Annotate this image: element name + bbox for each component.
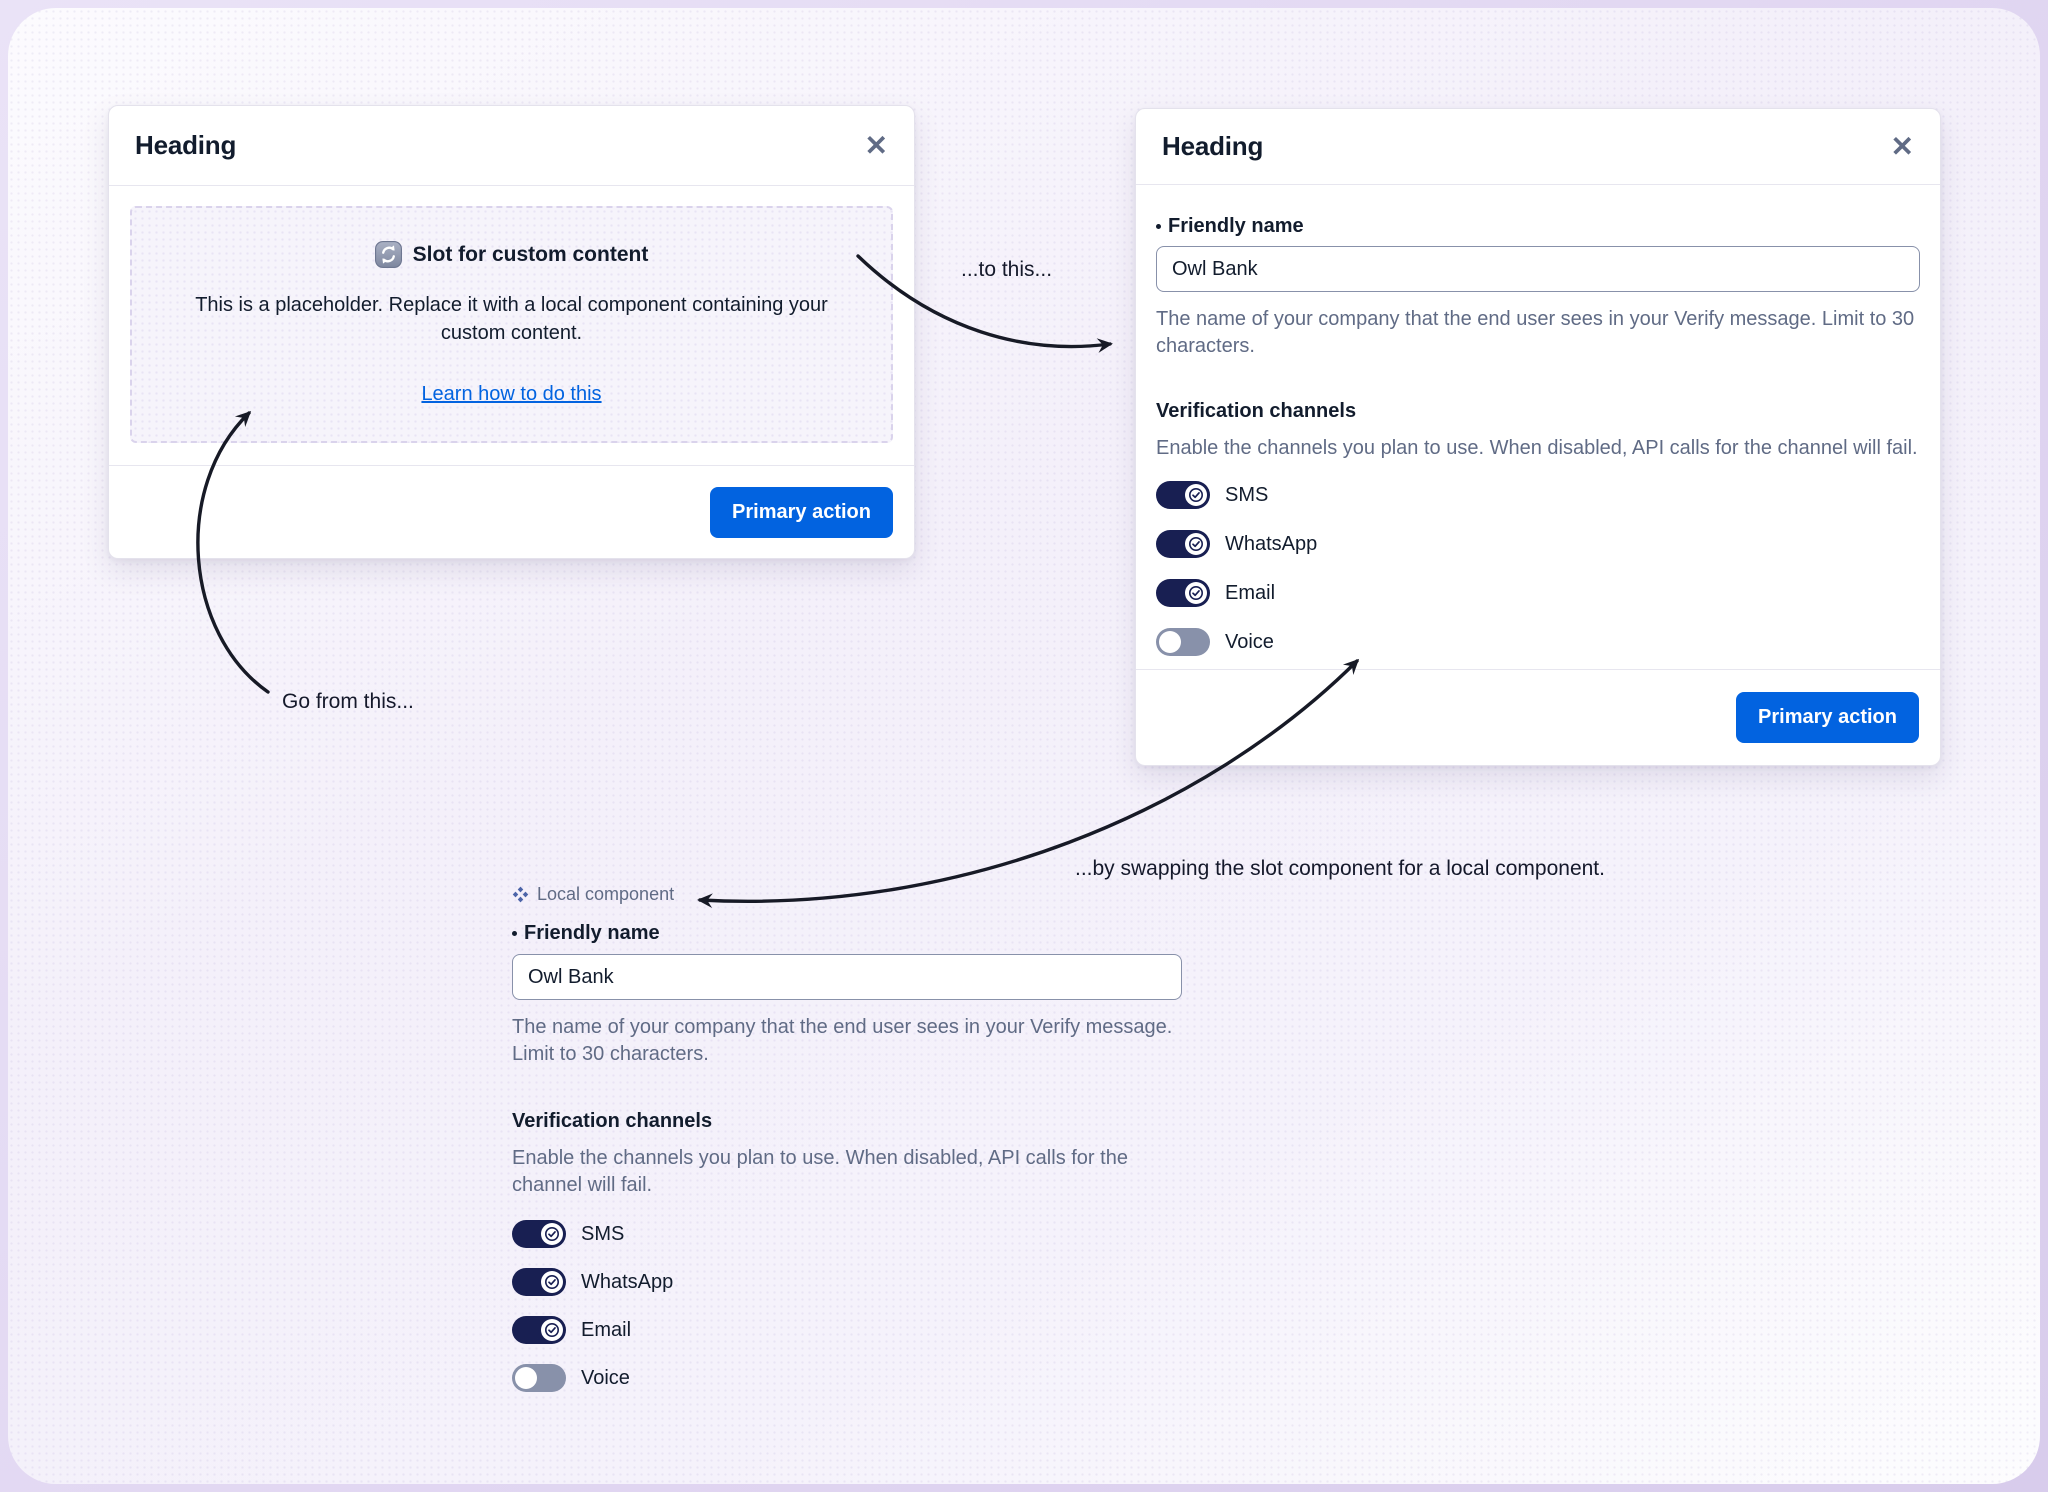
form-modal: Heading ✕ Friendly name The name of your…	[1135, 108, 1941, 766]
check-circle-icon	[545, 1323, 559, 1337]
required-indicator	[1156, 224, 1161, 229]
local-component-badge: Local component	[512, 884, 1182, 905]
toggle-knob	[515, 1367, 537, 1389]
email-toggle[interactable]	[1156, 579, 1210, 607]
friendly-name-label: Friendly name	[1156, 215, 1920, 238]
channel-toggle-list: SMS WhatsApp	[512, 1220, 1182, 1392]
annotation-to-this: ...to this...	[961, 258, 1053, 281]
check-circle-icon	[1189, 586, 1203, 600]
friendly-name-input[interactable]	[512, 954, 1182, 1000]
sms-toggle[interactable]	[1156, 481, 1210, 509]
annotation-go-from-this: Go from this...	[282, 690, 414, 713]
local-component-badge-label: Local component	[537, 884, 675, 904]
form-modal-header: Heading ✕	[1136, 109, 1940, 185]
slot-description: This is a placeholder. Replace it with a…	[195, 294, 828, 344]
channel-label: Email	[581, 1318, 632, 1341]
local-component-form: Local component Friendly name The name o…	[512, 884, 1182, 1392]
toggle-row-voice: Voice	[1156, 628, 1920, 656]
slot-modal-header: Heading ✕	[109, 106, 914, 186]
email-toggle[interactable]	[512, 1316, 566, 1344]
toggle-knob	[1185, 582, 1207, 604]
learn-how-link[interactable]: Learn how to do this	[421, 383, 602, 405]
toggle-row-sms: SMS	[512, 1220, 1182, 1248]
slot-title-row: Slot for custom content	[374, 241, 649, 268]
check-circle-icon	[1189, 537, 1203, 551]
annotation-by-swapping: ...by swapping the slot component for a …	[1075, 857, 1605, 880]
slot-placeholder-box: Slot for custom content This is a placeh…	[130, 206, 893, 443]
toggle-knob	[541, 1271, 563, 1293]
modal-heading: Heading	[135, 130, 237, 160]
whatsapp-toggle[interactable]	[512, 1268, 566, 1296]
toggle-row-whatsapp: WhatsApp	[512, 1268, 1182, 1296]
friendly-name-input[interactable]	[1156, 246, 1920, 292]
verification-channels-help: Enable the channels you plan to use. Whe…	[512, 1147, 1128, 1196]
friendly-name-help: The name of your company that the end us…	[512, 1016, 1173, 1065]
channel-label: WhatsApp	[1225, 532, 1318, 555]
friendly-name-help: The name of your company that the end us…	[1156, 308, 1915, 357]
channel-label: SMS	[581, 1222, 625, 1245]
toggle-row-sms: SMS	[1156, 481, 1920, 509]
required-indicator	[512, 931, 517, 936]
toggle-row-whatsapp: WhatsApp	[1156, 530, 1920, 558]
voice-toggle[interactable]	[1156, 628, 1210, 656]
toggle-knob	[541, 1223, 563, 1245]
channel-label: WhatsApp	[581, 1270, 674, 1293]
toggle-row-email: Email	[1156, 579, 1920, 607]
sms-toggle[interactable]	[512, 1220, 566, 1248]
modal-heading: Heading	[1162, 131, 1264, 161]
voice-toggle[interactable]	[512, 1364, 566, 1392]
swap-icon	[374, 241, 402, 268]
channel-toggle-list: SMS WhatsApp	[1156, 481, 1920, 656]
friendly-name-label: Friendly name	[512, 922, 1182, 945]
toggle-knob	[1185, 533, 1207, 555]
channel-label: Email	[1225, 581, 1276, 604]
toggle-row-voice: Voice	[512, 1364, 1182, 1392]
form-modal-body: Friendly name The name of your company t…	[1136, 185, 1940, 669]
diamond-cluster-icon	[512, 886, 529, 903]
toggle-row-email: Email	[512, 1316, 1182, 1344]
channel-label: SMS	[1225, 483, 1269, 506]
primary-action-button[interactable]: Primary action	[1736, 692, 1919, 743]
verification-channels-label: Verification channels	[512, 1110, 713, 1132]
verification-channels-help: Enable the channels you plan to use. Whe…	[1156, 437, 1918, 459]
toggle-knob	[1185, 484, 1207, 506]
toggle-knob	[1159, 631, 1181, 653]
channel-label: Voice	[1225, 630, 1274, 653]
check-circle-icon	[1189, 488, 1203, 502]
check-circle-icon	[545, 1275, 559, 1289]
toggle-knob	[541, 1319, 563, 1341]
channel-label: Voice	[581, 1366, 630, 1389]
form-modal-footer: Primary action	[1136, 669, 1940, 765]
whatsapp-toggle[interactable]	[1156, 530, 1210, 558]
close-icon[interactable]: ✕	[864, 129, 888, 161]
close-icon[interactable]: ✕	[1890, 130, 1914, 162]
slot-title: Slot for custom content	[412, 242, 649, 266]
check-circle-icon	[545, 1227, 559, 1241]
slot-modal-body: Slot for custom content This is a placeh…	[109, 186, 914, 465]
primary-action-button[interactable]: Primary action	[710, 486, 893, 538]
verification-channels-label: Verification channels	[1156, 400, 1357, 422]
slot-modal: Heading ✕ Slot for custom content	[108, 105, 915, 559]
slot-modal-footer: Primary action	[109, 465, 914, 558]
